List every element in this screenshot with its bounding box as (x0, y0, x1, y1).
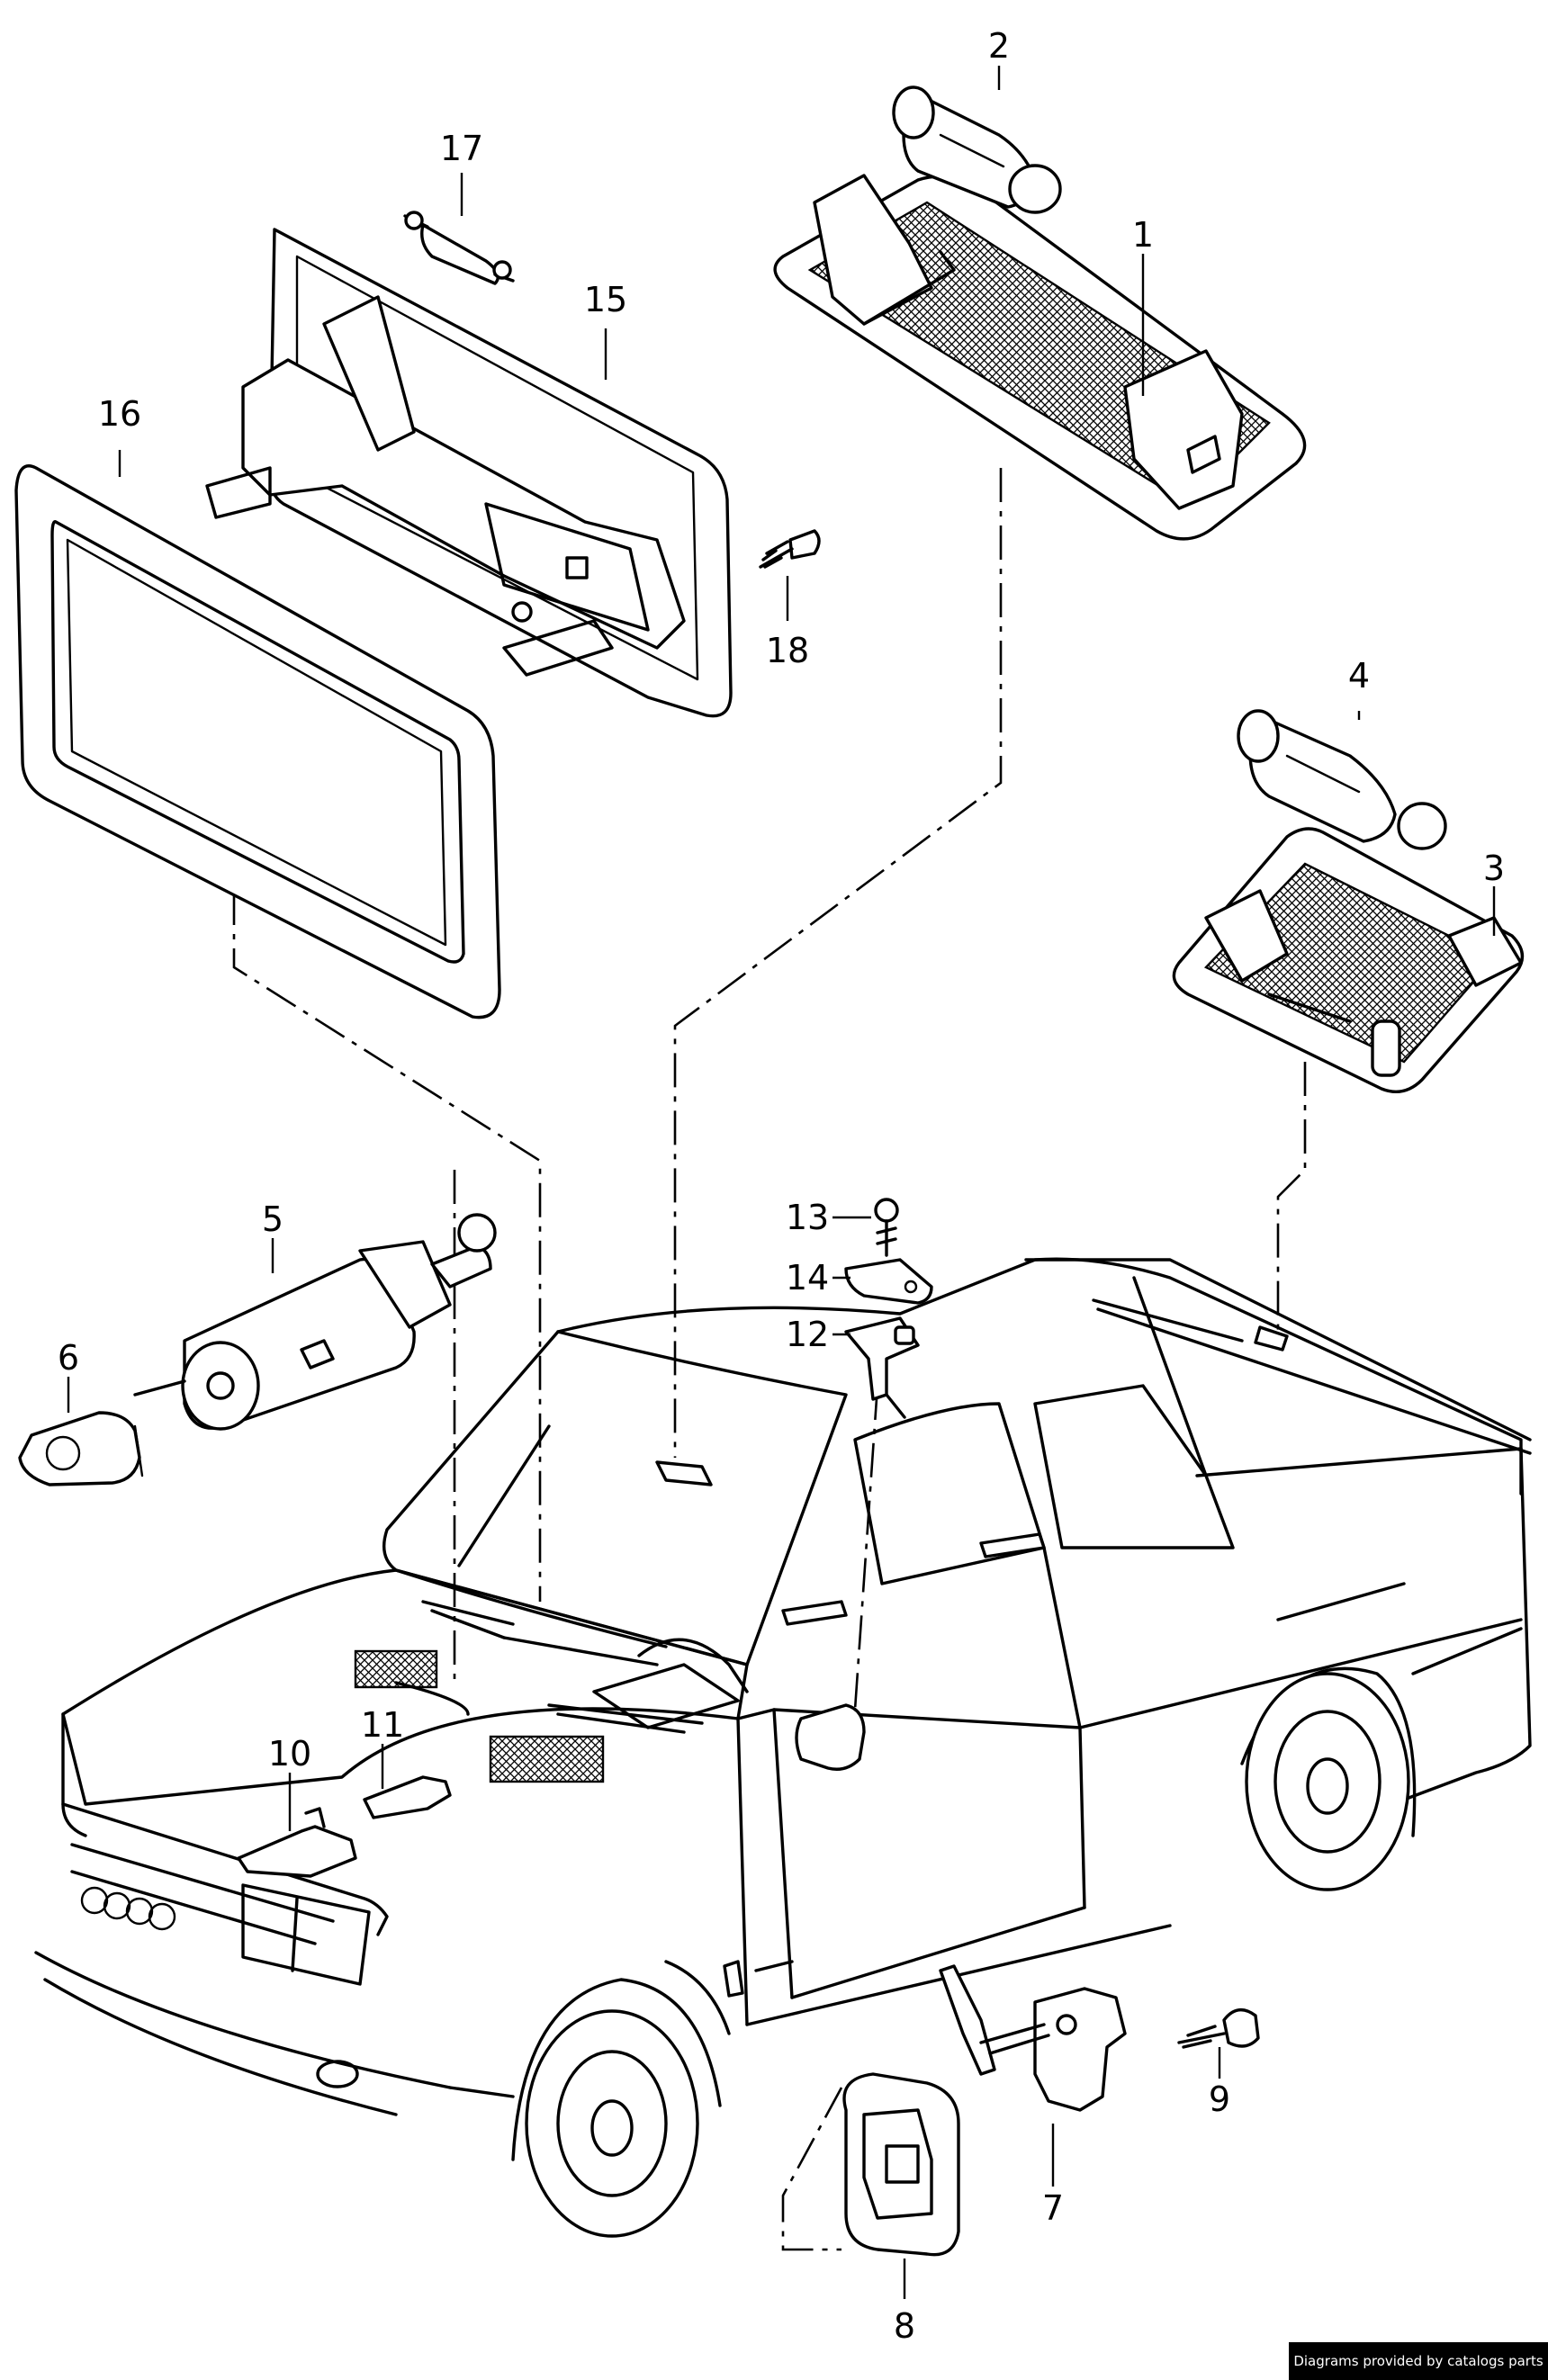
part-8-switch-boot (842, 2072, 960, 2257)
leader-lines (67, 66, 1496, 2299)
callout-13: 13 (786, 1198, 829, 1237)
callout-11: 11 (361, 1705, 404, 1745)
part-1-interior-lamp (773, 174, 1307, 541)
callout-17: 17 (440, 129, 483, 168)
part-4-festoon-bulb (1237, 709, 1447, 850)
callout-4: 4 (1348, 656, 1370, 696)
callout-14: 14 (786, 1258, 829, 1298)
callout-12: 12 (786, 1315, 829, 1354)
part-14-plate (844, 1258, 933, 1305)
callout-10: 10 (268, 1734, 311, 1774)
part-18-screw (759, 529, 821, 569)
part-5-switch (133, 1213, 497, 1431)
part-7-door-contact (939, 1964, 1127, 2112)
part-10-connector (237, 1807, 357, 1878)
callout-8: 8 (894, 2306, 915, 2346)
credit-badge: Diagrams provided by catalogs parts (1289, 2342, 1548, 2380)
part-2-festoon-bulb (892, 85, 1062, 214)
callout-labels: 1 2 3 4 5 6 7 8 9 10 11 12 13 14 15 16 1… (58, 26, 1505, 2346)
callout-18: 18 (766, 631, 809, 670)
callout-15: 15 (584, 280, 627, 319)
part-17-festoon-bulb (403, 211, 515, 285)
part-15-lamp-housing (205, 228, 733, 718)
part-3-reading-lamp (1172, 827, 1525, 1093)
callout-3: 3 (1483, 849, 1505, 888)
callout-2: 2 (988, 26, 1010, 66)
callout-6: 6 (58, 1338, 79, 1378)
part-12-contact-switch (844, 1316, 920, 1419)
callout-16: 16 (98, 394, 141, 434)
callout-9: 9 (1209, 2079, 1230, 2119)
part-16-lens-frame (14, 464, 501, 1019)
car-body (34, 1257, 1532, 2116)
callout-1: 1 (1132, 215, 1154, 255)
part-9-screw (1177, 2007, 1260, 2049)
callout-7: 7 (1042, 2188, 1064, 2228)
rear-wheel (1240, 1666, 1417, 1891)
front-wheel (511, 1978, 722, 2238)
part-13-screw (874, 1198, 899, 1257)
part-11-connector (363, 1775, 452, 1819)
callout-5: 5 (262, 1199, 284, 1239)
part-6-bulb (18, 1411, 144, 1486)
